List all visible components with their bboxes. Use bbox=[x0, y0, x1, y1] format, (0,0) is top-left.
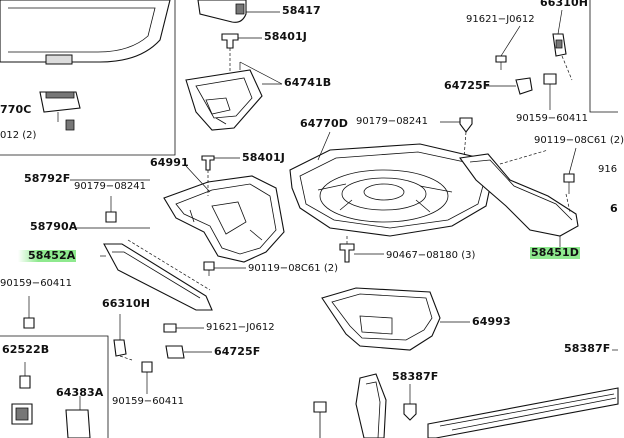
part-58417 bbox=[197, 0, 280, 23]
label-58387F-mid: 58387F bbox=[392, 370, 439, 383]
part-64993 bbox=[321, 287, 470, 351]
label-90119-08C61-mid: 90119−08C61 (2) bbox=[248, 263, 338, 274]
label-58452A: 58452A bbox=[18, 250, 77, 262]
label-916-cut: 916 bbox=[598, 164, 618, 175]
inset-frame-bottom-left bbox=[0, 335, 109, 438]
label-90179-08241-top: 90179−08241 bbox=[356, 116, 429, 127]
part-58387F bbox=[313, 349, 619, 438]
inset-frame-top-left bbox=[0, 0, 176, 156]
label-90159-60411-bottom: 90159−60411 bbox=[112, 396, 185, 407]
label-58401J-mid: 58401J bbox=[242, 151, 285, 164]
label-66310H-top: 66310H bbox=[540, 0, 589, 9]
part-58451D bbox=[459, 149, 579, 250]
label-58401J-top: 58401J bbox=[264, 30, 307, 43]
label-770C: 770C bbox=[0, 103, 32, 116]
label-64725F-bottom: 64725F bbox=[214, 345, 261, 358]
label-90179-08241-left: 90179−08241 bbox=[74, 181, 147, 192]
part-64991 bbox=[163, 155, 285, 263]
fasteners-mid bbox=[203, 236, 384, 276]
label-58790A: 58790A bbox=[30, 220, 78, 233]
label-58451D: 58451D bbox=[530, 246, 580, 259]
label-64993: 64993 bbox=[472, 315, 511, 328]
fasteners-top-right bbox=[486, 0, 618, 194]
left-parts-group bbox=[70, 179, 150, 229]
label-012: 012 (2) bbox=[0, 130, 37, 141]
label-64770D: 64770D bbox=[300, 117, 348, 130]
part-64741B bbox=[185, 61, 283, 131]
label-58417: 58417 bbox=[282, 4, 321, 17]
fasteners-bottom-left bbox=[23, 296, 212, 394]
part-64770D bbox=[289, 117, 493, 237]
label-90159-60411-top: 90159−60411 bbox=[516, 113, 589, 124]
label-90119-08C61-top: 90119−08C61 (2) bbox=[534, 135, 624, 146]
label-6-cut: 6 bbox=[610, 202, 618, 215]
label-91621-J0612-bottom: 91621−J0612 bbox=[206, 322, 275, 333]
label-58792F: 58792F bbox=[24, 172, 71, 185]
label-62522B: 62522B bbox=[2, 343, 50, 356]
part-58452A bbox=[100, 239, 213, 311]
label-90159-60411-left: 90159−60411 bbox=[0, 278, 73, 289]
label-64383A: 64383A bbox=[56, 386, 104, 399]
label-66310H-bottom: 66310H bbox=[102, 297, 151, 310]
label-58387F-right: 58387F bbox=[564, 342, 611, 355]
label-64741B: 64741B bbox=[284, 76, 332, 89]
label-90467-08180: 90467−08180 (3) bbox=[386, 250, 476, 261]
label-91621-J0612-top: 91621−J0612 bbox=[466, 14, 535, 25]
label-64991: 64991 bbox=[150, 156, 189, 169]
label-64725F-top: 64725F bbox=[444, 79, 491, 92]
clip-58401J-top bbox=[221, 33, 262, 80]
